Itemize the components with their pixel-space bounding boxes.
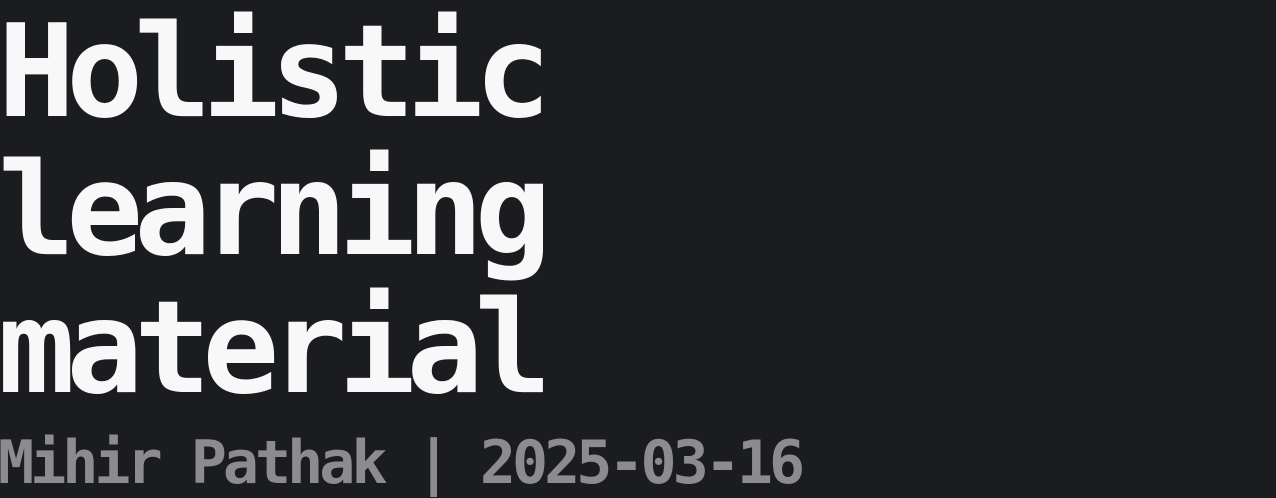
publish-date: 2025-03-16 xyxy=(479,428,805,498)
title-line-3: material xyxy=(0,274,551,423)
byline-separator: | xyxy=(415,428,452,498)
author-name: Mihir Pathak xyxy=(0,428,387,498)
title-line-2: learning xyxy=(0,136,551,285)
page-title: Holistic learning material xyxy=(0,0,551,423)
byline: Mihir Pathak | 2025-03-16 xyxy=(0,428,805,498)
title-line-1: Holistic xyxy=(0,0,551,147)
